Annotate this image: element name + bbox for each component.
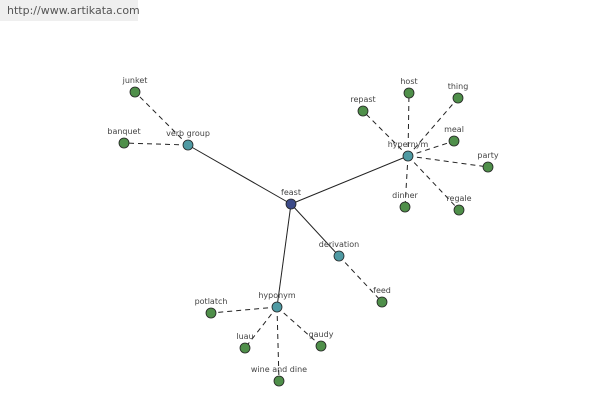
nodes: junket banquet verb group host thing repast me… — [107, 76, 499, 387]
relation-node-verb-group-dot[interactable] — [182, 139, 194, 151]
edge-feast-hypernym — [290, 155, 409, 205]
leaf-node-repast[interactable]: repast — [350, 95, 376, 117]
leaf-node-regale-dot[interactable] — [453, 204, 465, 216]
leaf-node-meal-dot[interactable] — [448, 135, 460, 147]
leaf-node-gaudy-label: gaudy — [309, 330, 334, 339]
leaf-node-dinner[interactable]: dinner — [392, 191, 419, 213]
leaf-node-host-dot[interactable] — [403, 87, 415, 99]
leaf-node-gaudy[interactable]: gaudy — [309, 330, 334, 352]
leaf-node-host[interactable]: host — [400, 77, 418, 99]
leaf-node-thing-label: thing — [448, 82, 469, 91]
relation-node-derivation-label: derivation — [319, 240, 359, 249]
leaf-node-regale[interactable]: regale — [446, 194, 472, 216]
leaf-node-regale-label: regale — [446, 194, 471, 203]
edge-hyponym-gaudy — [276, 306, 322, 347]
leaf-node-feed-label: feed — [373, 286, 391, 295]
relation-node-verb-group-label: verb group — [166, 129, 210, 138]
leaf-node-meal[interactable]: meal — [444, 125, 464, 147]
edge-hypernym-regale — [407, 155, 460, 211]
edge-derivation-feed — [338, 255, 383, 303]
leaf-node-party[interactable]: party — [477, 151, 499, 173]
leaf-node-feed[interactable]: feed — [373, 286, 391, 308]
source-url[interactable]: http://www.artikata.com — [7, 4, 140, 17]
relation-node-verb-group[interactable]: verb group — [166, 129, 210, 151]
leaf-node-junket-label: junket — [122, 76, 148, 85]
center-node-feast-dot[interactable] — [285, 198, 297, 210]
edges — [123, 91, 489, 382]
leaf-node-thing[interactable]: thing — [448, 82, 469, 104]
edge-feast-verb-group — [187, 144, 292, 205]
url-bar: http://www.artikata.com — [0, 0, 140, 21]
edge-feast-derivation — [290, 203, 340, 257]
relation-node-hypernym[interactable]: hypernym — [388, 140, 429, 162]
leaf-node-luau[interactable]: luau — [236, 332, 254, 354]
relation-node-hyponym-dot[interactable] — [271, 301, 283, 313]
relation-node-derivation[interactable]: derivation — [319, 240, 359, 262]
relation-node-hyponym[interactable]: hyponym — [258, 291, 296, 313]
leaf-node-wine-and-dine-label: wine and dine — [251, 365, 307, 374]
edge-hypernym-party — [407, 155, 489, 168]
relation-node-hypernym-label: hypernym — [388, 140, 429, 149]
center-node-feast-label: feast — [281, 188, 301, 197]
relation-node-derivation-dot[interactable] — [333, 250, 345, 262]
leaf-node-wine-and-dine-dot[interactable] — [273, 375, 285, 387]
leaf-node-potlatch-dot[interactable] — [205, 307, 217, 319]
leaf-node-banquet-label: banquet — [107, 127, 140, 136]
leaf-node-banquet[interactable]: banquet — [107, 127, 141, 149]
leaf-node-gaudy-dot[interactable] — [315, 340, 327, 352]
edge-hypernym-meal — [407, 140, 455, 157]
leaf-node-potlatch[interactable]: potlatch — [195, 297, 228, 319]
edge-verb-group-junket — [134, 91, 189, 146]
leaf-node-junket[interactable]: junket — [122, 76, 148, 98]
leaf-node-meal-label: meal — [444, 125, 464, 134]
edge-hyponym-luau — [244, 306, 278, 349]
leaf-node-banquet-dot[interactable] — [118, 137, 130, 149]
leaf-node-repast-label: repast — [350, 95, 375, 104]
relation-node-hyponym-label: hyponym — [258, 291, 296, 300]
edge-hyponym-wine-and-dine — [276, 306, 280, 382]
leaf-node-wine-and-dine[interactable]: wine and dine — [251, 365, 307, 387]
relation-node-hypernym-dot[interactable] — [402, 150, 414, 162]
leaf-node-party-dot[interactable] — [482, 161, 494, 173]
center-node-feast[interactable]: feast — [281, 188, 301, 210]
leaf-node-repast-dot[interactable] — [357, 105, 369, 117]
leaf-node-luau-label: luau — [236, 332, 253, 341]
edge-hypernym-repast — [362, 110, 409, 157]
leaf-node-party-label: party — [477, 151, 498, 160]
edge-hypernym-host — [407, 92, 410, 157]
leaf-node-dinner-label: dinner — [392, 191, 418, 200]
leaf-node-thing-dot[interactable] — [452, 92, 464, 104]
leaf-node-potlatch-label: potlatch — [195, 297, 228, 306]
edge-verb-group-banquet — [123, 142, 189, 146]
edge-hyponym-potlatch — [210, 306, 278, 314]
leaf-node-luau-dot[interactable] — [239, 342, 251, 354]
leaf-node-feed-dot[interactable] — [376, 296, 388, 308]
edge-feast-hyponym — [276, 203, 292, 308]
leaf-node-host-label: host — [400, 77, 417, 86]
edge-hypernym-thing — [407, 97, 459, 157]
leaf-node-junket-dot[interactable] — [129, 86, 141, 98]
leaf-node-dinner-dot[interactable] — [399, 201, 411, 213]
